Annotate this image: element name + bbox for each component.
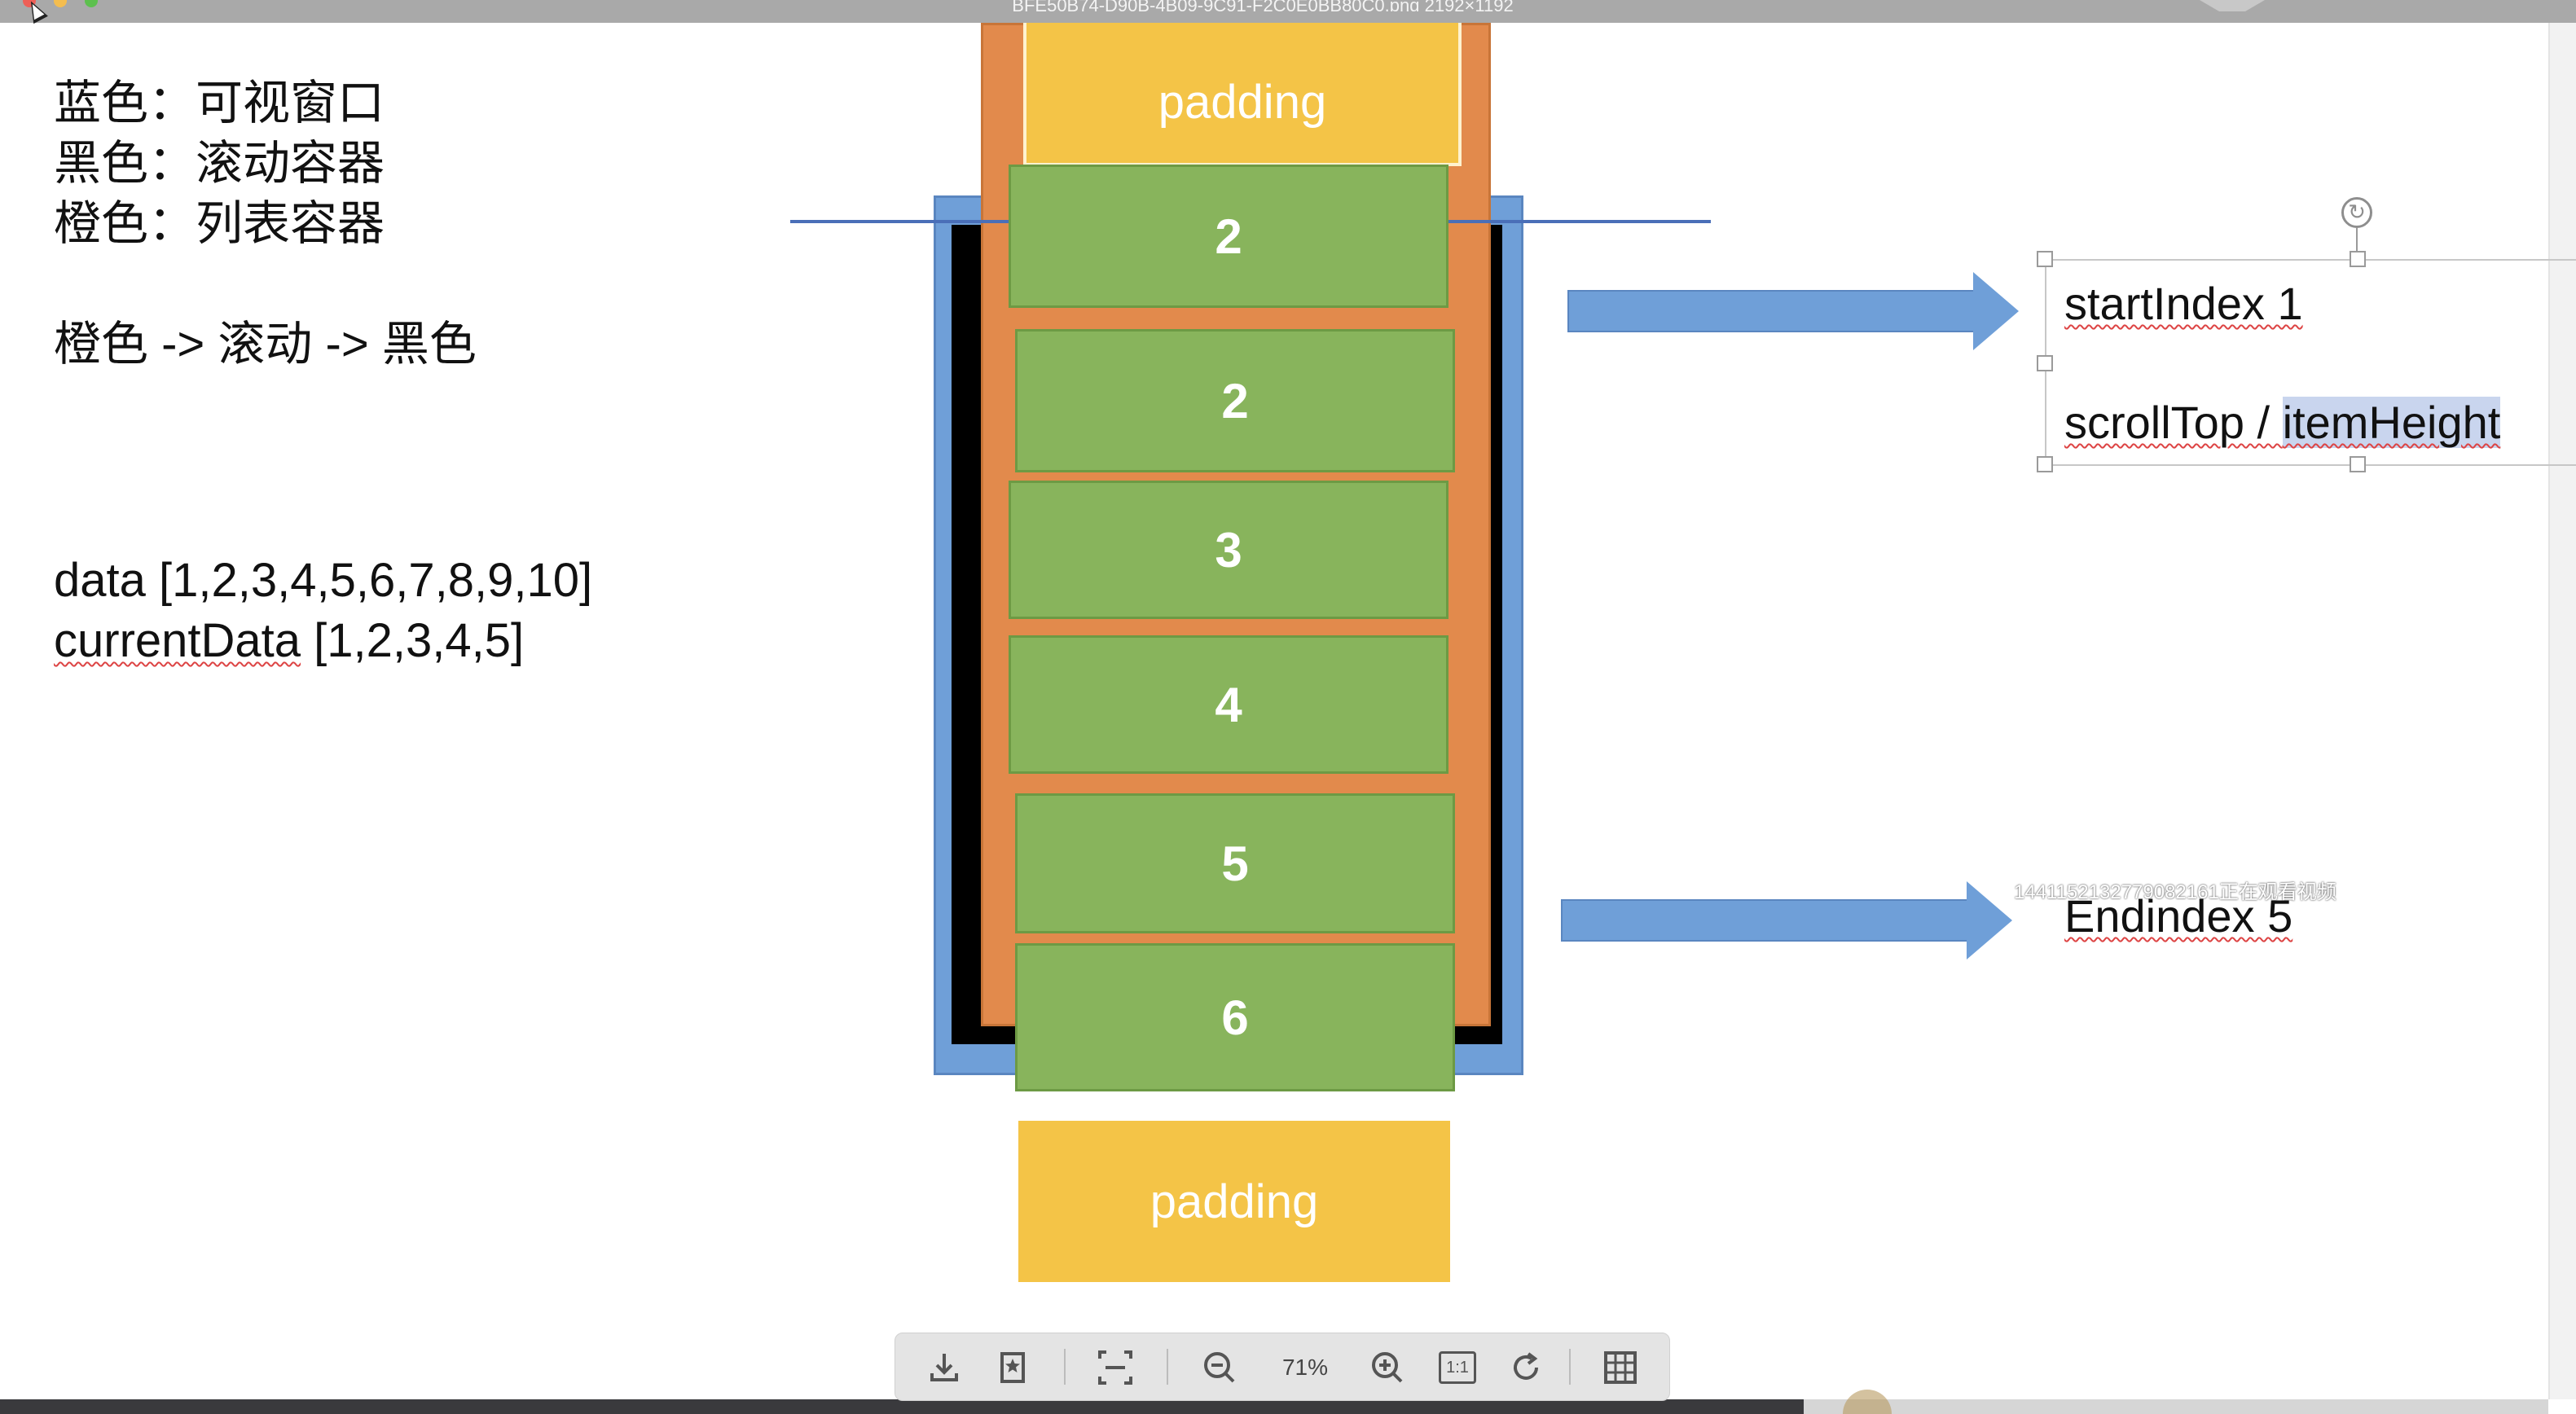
arrow-end-shaft — [1561, 899, 1975, 942]
data-line-value: [1,2,3,4,5,6,7,8,9,10] — [159, 554, 593, 607]
rotate-icon[interactable] — [1504, 1346, 1548, 1390]
crop-icon[interactable] — [1093, 1346, 1137, 1390]
resize-handle[interactable] — [2037, 456, 2053, 472]
actual-size-label: 1:1 — [1439, 1351, 1476, 1384]
list-item: 4 — [1009, 635, 1448, 774]
resize-handle[interactable] — [2037, 355, 2053, 371]
right-scrollbar[interactable] — [2548, 23, 2576, 1399]
bookmark-icon[interactable] — [991, 1346, 1035, 1390]
window-title: BFE50B74-D90B-4B09-9C91-F2C0E0BB80C0.png… — [1012, 0, 1514, 11]
formula-highlighted-word: itemHeight — [2282, 397, 2501, 448]
viewer-watermark: 1441152132779082161正在观看视频 — [2014, 881, 2336, 903]
list-item: 5 — [1015, 793, 1455, 933]
list-item: 3 — [1009, 481, 1448, 619]
rotate-handle-icon[interactable]: ↻ — [2341, 197, 2372, 228]
download-icon[interactable] — [922, 1346, 966, 1390]
resize-handle[interactable] — [2037, 251, 2053, 267]
end-index-text[interactable]: Endindex 5 — [2064, 890, 2293, 942]
zoom-window-icon[interactable] — [85, 0, 98, 7]
arrow-start-head-icon — [1973, 272, 2019, 350]
flow-note: 橙色 -> 滚动 -> 黑色 — [54, 318, 477, 371]
padding-top-block: padding — [1023, 23, 1462, 166]
resize-handle[interactable] — [2350, 251, 2366, 267]
padding-bottom-block: padding — [1018, 1121, 1450, 1282]
zoom-level: 71% — [1281, 1355, 1329, 1380]
start-index-text[interactable]: startIndex 1 — [2064, 278, 2303, 329]
current-data-line: currentData [1,2,3,4,5] — [54, 611, 524, 671]
list-item: 6 — [1015, 943, 1455, 1091]
current-data-label: currentData — [54, 614, 301, 667]
formula-text[interactable]: scrollTop / itemHeight — [2064, 396, 2501, 449]
legend-black-scroll-container: 黑色：滚动容器 — [54, 137, 385, 190]
rotate-handle-stem — [2356, 228, 2358, 259]
toolbar-separator — [1167, 1349, 1168, 1385]
toolbar-separator — [1569, 1349, 1571, 1385]
list-item: 2 — [1009, 165, 1448, 308]
data-line-label: data — [54, 554, 146, 607]
zoom-in-icon[interactable] — [1365, 1346, 1409, 1390]
avatar — [1843, 1390, 1892, 1414]
current-data-value: [1,2,3,4,5] — [314, 614, 525, 667]
titlebar-tab-indicator — [2200, 0, 2265, 11]
zoom-out-icon[interactable] — [1198, 1346, 1242, 1390]
actual-size-icon[interactable]: 1:1 — [1435, 1346, 1479, 1390]
bottom-light-strip — [1804, 1399, 2548, 1414]
formula-prefix: scrollTop / — [2064, 397, 2283, 448]
bottom-dark-strip — [0, 1399, 1804, 1414]
legend-blue-viewport: 蓝色：可视窗口 — [54, 77, 385, 130]
list-item: 2 — [1015, 329, 1455, 472]
minimize-window-icon[interactable] — [54, 0, 67, 7]
legend-orange-list-container: 橙色：列表容器 — [54, 197, 385, 250]
toolbar-separator — [1064, 1349, 1066, 1385]
data-line: data [1,2,3,4,5,6,7,8,9,10] — [54, 551, 592, 611]
resize-handle[interactable] — [2350, 456, 2366, 472]
arrow-start-shaft — [1567, 290, 1981, 332]
arrow-end-head-icon — [1967, 881, 2012, 960]
window-titlebar — [0, 0, 2576, 23]
grid-icon[interactable] — [1598, 1346, 1642, 1390]
